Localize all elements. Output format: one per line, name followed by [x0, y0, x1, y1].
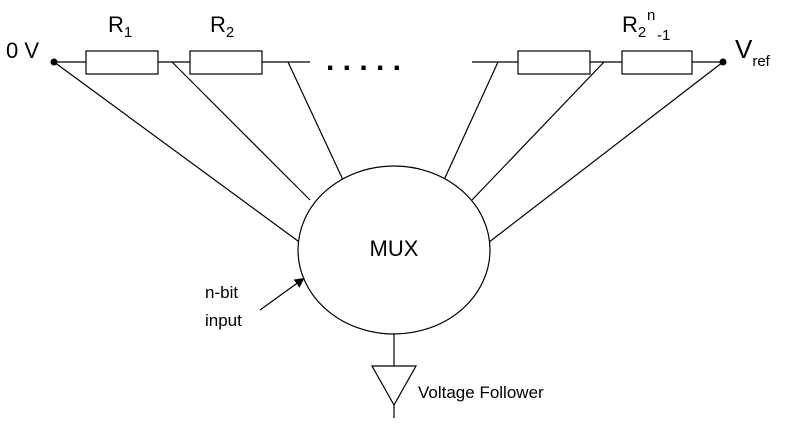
label-r2n-1: R2 — [622, 12, 646, 41]
label-r2n-tail: -1 — [657, 27, 670, 44]
resistor-r-penultimate — [517, 50, 591, 75]
resistor-r1 — [85, 50, 159, 75]
terminal-vref — [719, 58, 727, 66]
resistor-r2 — [189, 50, 263, 75]
label-r2n-superscript: n — [647, 7, 655, 24]
label-ellipsis: . . . . . — [326, 44, 401, 77]
tap-line-4 — [443, 61, 499, 181]
terminal-0v — [50, 58, 58, 66]
tap-line-6 — [483, 61, 724, 247]
tap-line-5 — [471, 61, 605, 201]
label-r2: R2 — [210, 12, 234, 41]
label-0v: 0 V — [6, 38, 39, 63]
label-input: input — [205, 311, 242, 330]
resistor-r2n-1 — [621, 50, 693, 75]
voltage-follower-buffer — [370, 365, 418, 407]
label-mux: MUX — [370, 236, 419, 261]
n-bit-input-arrow — [259, 277, 305, 311]
label-voltage-follower: Voltage Follower — [418, 383, 544, 402]
label-n-bit: n-bit — [205, 283, 238, 302]
tap-line-2 — [171, 61, 311, 201]
label-r1: R1 — [108, 12, 132, 41]
tap-line-3 — [287, 61, 345, 183]
label-vref: Vref — [735, 34, 771, 70]
tap-line-1 — [53, 61, 303, 245]
